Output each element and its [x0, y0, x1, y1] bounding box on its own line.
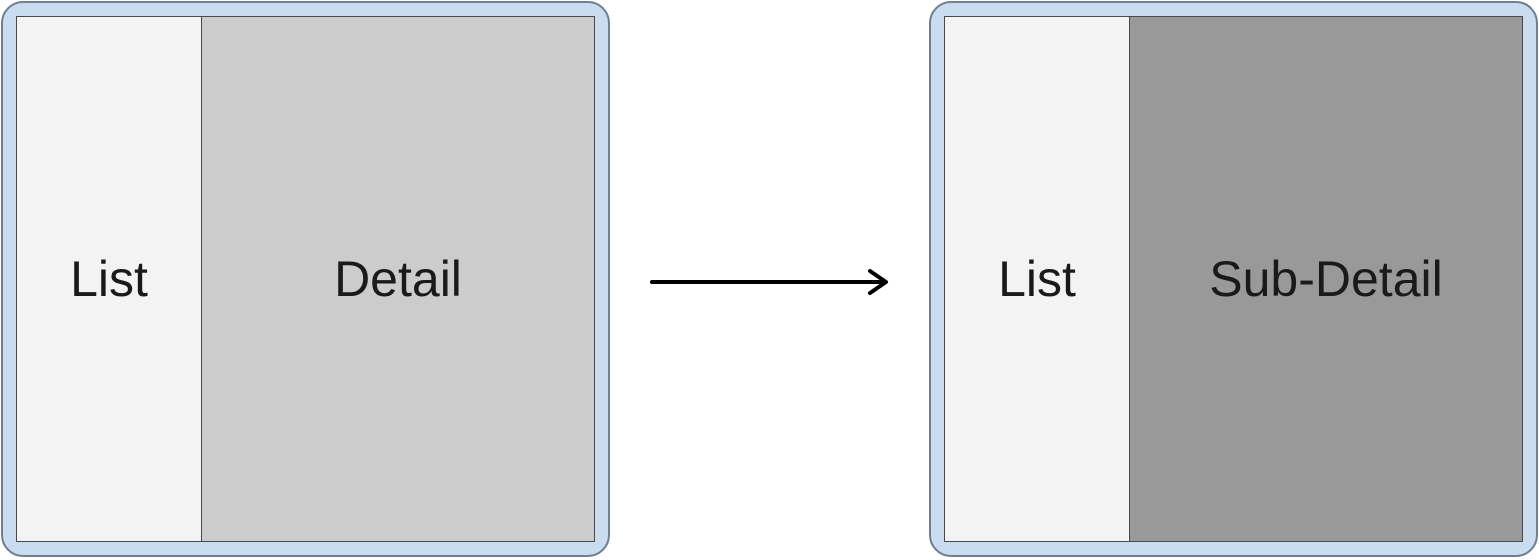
device-after: List Sub-Detail	[929, 1, 1538, 557]
list-pane-before: List	[17, 17, 202, 541]
sub-detail-label: Sub-Detail	[1209, 251, 1443, 307]
screen-before: List Detail	[16, 16, 595, 542]
list-label-after: List	[998, 251, 1076, 307]
screen-after: List Sub-Detail	[944, 16, 1523, 542]
detail-label: Detail	[334, 251, 462, 307]
transition-arrow-icon	[650, 269, 888, 295]
list-pane-after: List	[945, 17, 1130, 541]
sub-detail-pane: Sub-Detail	[1130, 17, 1522, 541]
detail-pane: Detail	[202, 17, 594, 541]
list-label-before: List	[70, 251, 148, 307]
device-before: List Detail	[1, 1, 610, 557]
